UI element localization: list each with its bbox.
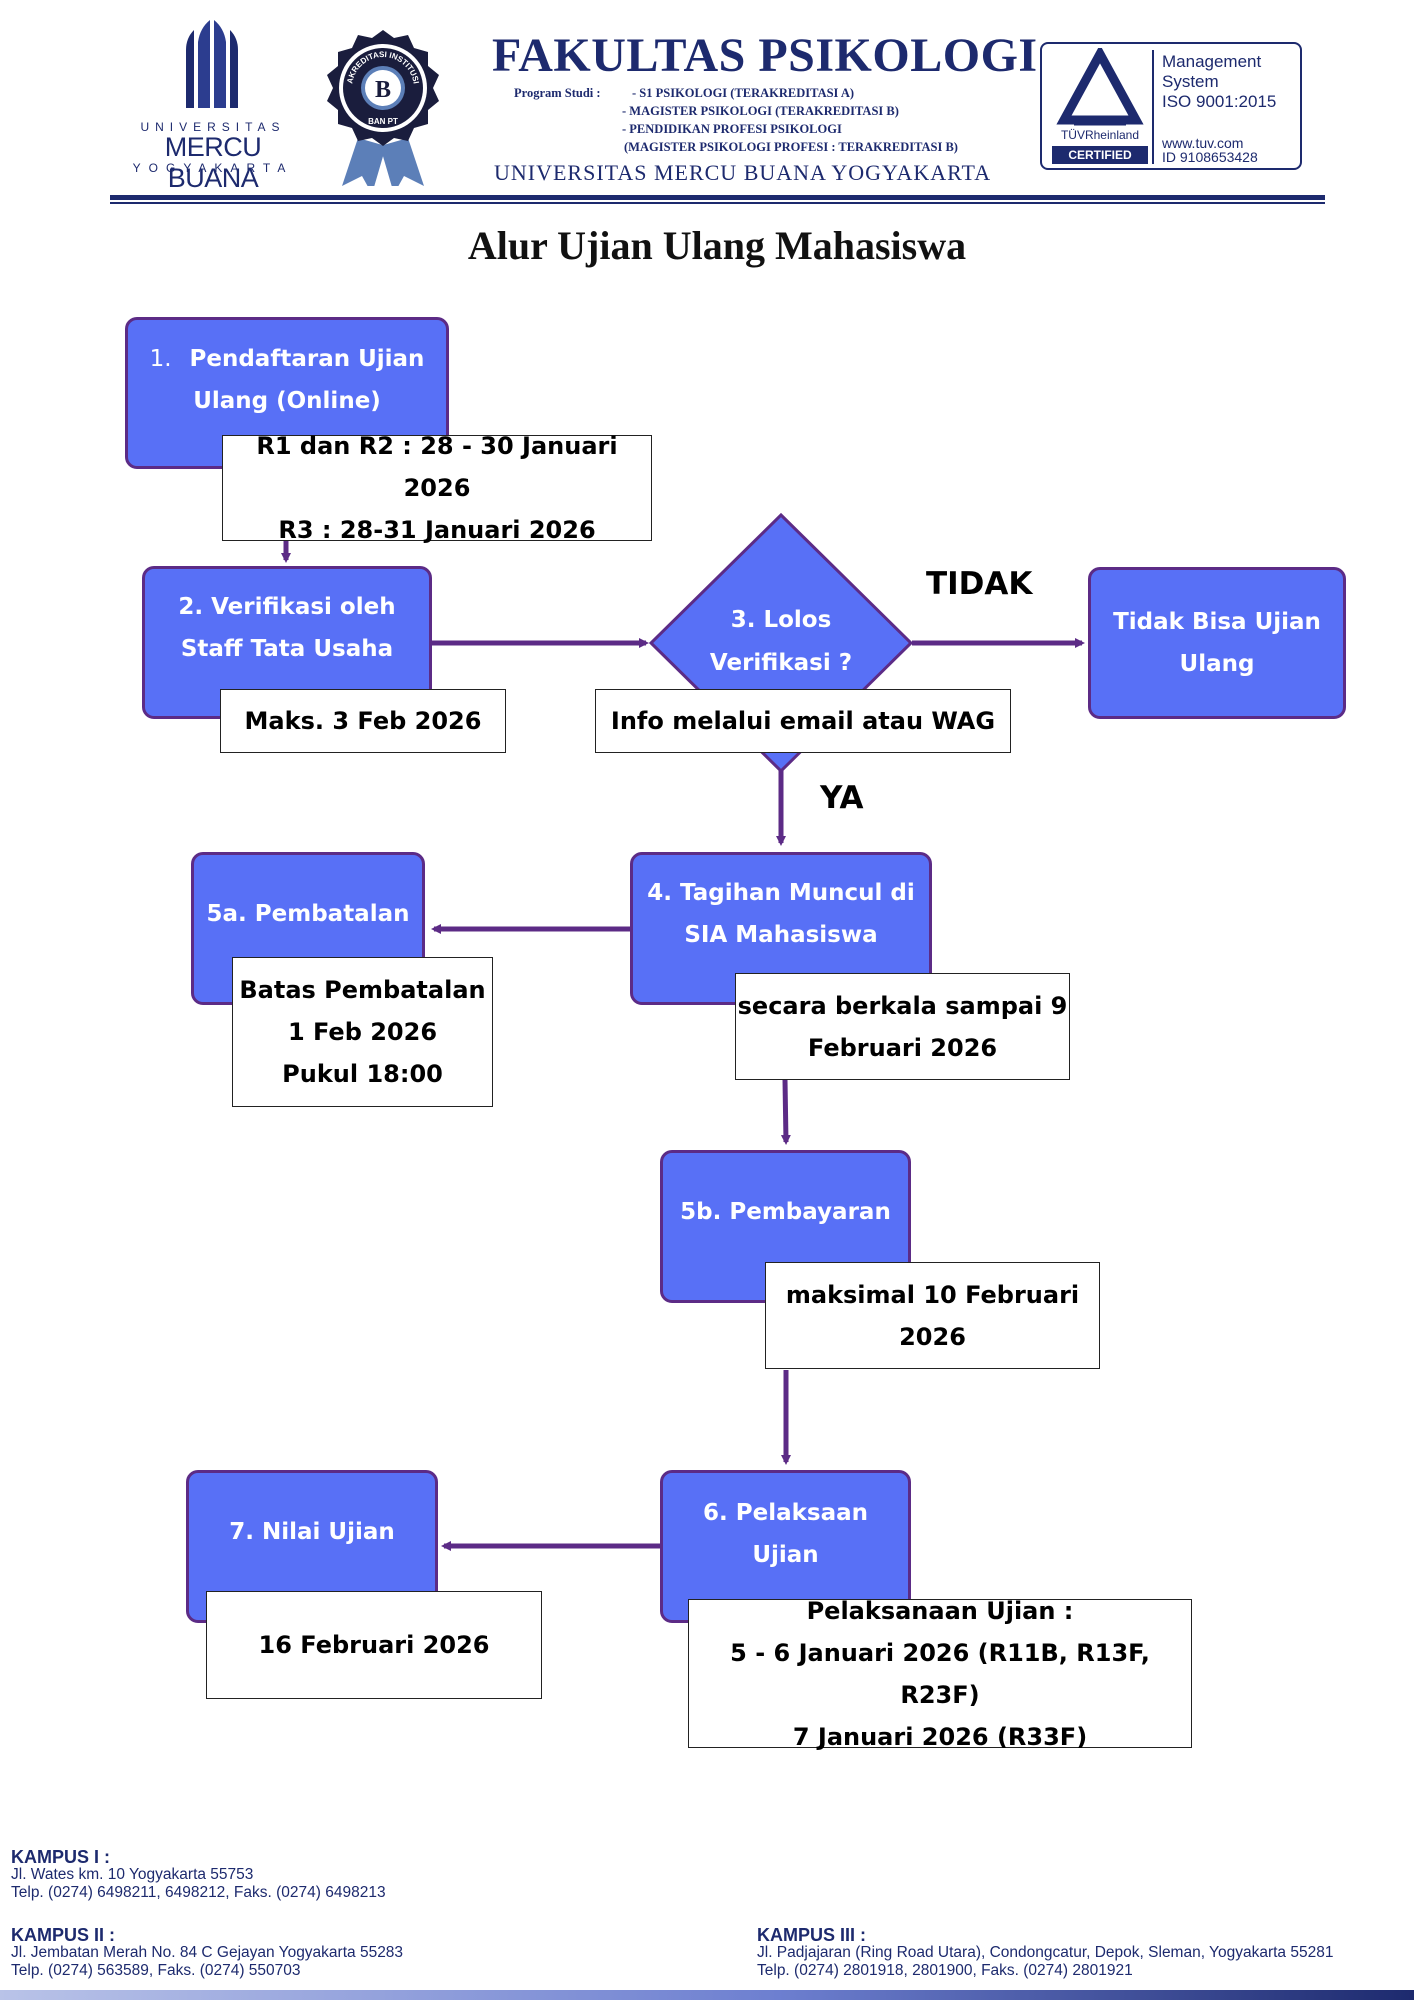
system-line: Management	[1162, 52, 1262, 71]
step-6-label-line: 6. Pelaksaan	[702, 1499, 868, 1526]
reject-node: Tidak Bisa Ujian Ulang	[1088, 567, 1346, 719]
cert-divider	[1152, 50, 1154, 164]
no-label: TIDAK	[926, 566, 1033, 602]
step-5b-note: maksimal 10 Februari 2026	[765, 1262, 1100, 1369]
cert-website: www.tuv.com	[1162, 135, 1244, 151]
step-5a-note-line: Batas Pembatalan	[239, 976, 486, 1004]
tuv-brand: TÜVRheinland	[1060, 128, 1140, 142]
step-6-exam: 6. Pelaksaan Ujian	[660, 1470, 911, 1623]
flame-logo-icon	[186, 20, 238, 108]
campus-2-title: KAMPUS II :	[11, 1925, 116, 1945]
header-rule	[110, 195, 1325, 200]
step-3-note: Info melalui email atau WAG	[595, 689, 1011, 753]
campus-2-info: KAMPUS II : Jl. Jembatan Merah No. 84 C …	[11, 1926, 403, 1980]
tuv-triangle-icon	[1056, 48, 1144, 126]
system-line: System	[1162, 72, 1219, 91]
logo-universitas-text: UNIVERSITAS	[140, 120, 286, 134]
campus-2-phone: Telp. (0274) 563589, Faks. (0274) 550703	[11, 1962, 301, 1979]
step-5b-label: 5b. Pembayaran	[680, 1198, 891, 1225]
step-1-number: 1.	[149, 346, 172, 372]
arrow-4-to-5b	[780, 1079, 791, 1145]
campus-3-title: KAMPUS III :	[757, 1925, 867, 1945]
step-1-note: R1 dan R2 : 28 - 30 Januari 2026 R3 : 28…	[222, 432, 652, 544]
program-item: - MAGISTER PSIKOLOGI (TERAKREDITASI B)	[622, 104, 899, 118]
campus-2-address: Jl. Jembatan Merah No. 84 C Gejayan Yogy…	[11, 1944, 404, 1961]
certified-badge: CERTIFIED	[1052, 146, 1148, 164]
program-label: Program Studi :	[514, 86, 601, 100]
logo-mercu-buana-text: MERCU BUANA	[164, 132, 262, 193]
logo-yogyakarta-text: YOGYAKARTA	[132, 161, 294, 175]
yes-label: YA	[820, 780, 864, 816]
step-5b-note-line: maksimal 10 Februari	[785, 1280, 1080, 1309]
system-line: ISO 9001:2015	[1162, 92, 1277, 111]
faculty-title: FAKULTAS PSIKOLOGI	[492, 29, 1038, 82]
program-item: - PENDIDIKAN PROFESI PSIKOLOGI	[622, 122, 842, 136]
campus-1-phone: Telp. (0274) 6498211, 6498212, Faks. (02…	[11, 1884, 386, 1901]
university-name: UNIVERSITAS MERCU BUANA YOGYAKARTA	[494, 160, 992, 185]
campus-1-title: KAMPUS I :	[11, 1847, 110, 1867]
header-rule-thin	[110, 202, 1325, 204]
step-6-note-line: 5 - 6 Januari 2026 (R11B, R13F, R23F)	[730, 1638, 1150, 1709]
step-2-label-line: Staff Tata Usaha	[180, 635, 394, 662]
step-3-label-line: Verifikasi ?	[710, 650, 852, 676]
step-5a-note: Batas Pembatalan 1 Feb 2026 Pukul 18:00	[232, 957, 493, 1107]
program-item: (MAGISTER PSIKOLOGI PROFESI : TERAKREDIT…	[624, 140, 958, 154]
campus-1-address: Jl. Wates km. 10 Yogyakarta 55753	[11, 1866, 254, 1883]
university-logo: UNIVERSITAS MERCU BUANA YOGYAKARTA	[118, 20, 308, 193]
campus-1-info: KAMPUS I : Jl. Wates km. 10 Yogyakarta 5…	[11, 1848, 386, 1902]
step-4-note-line: Februari 2026	[807, 1033, 998, 1062]
cert-contact: www.tuv.com ID 9108653428	[1162, 136, 1302, 164]
campus-3-address: Jl. Padjajaran (Ring Road Utara), Condon…	[757, 1944, 1334, 1961]
step-4-note: secara berkala sampai 9 Februari 2026	[735, 973, 1070, 1080]
step-7-label: 7. Nilai Ujian	[229, 1518, 395, 1545]
step-1-note-line: R1 dan R2 : 28 - 30 Januari 2026	[256, 432, 618, 502]
footer-band	[0, 1990, 1414, 2000]
iso-certification-badge: TÜVRheinland CERTIFIED Management System…	[1040, 42, 1302, 170]
step-6-label-line: Ujian	[752, 1541, 819, 1568]
step-5b-note-line: 2026	[899, 1322, 966, 1351]
seal-letter: B	[375, 77, 391, 103]
step-2-note: Maks. 3 Feb 2026	[220, 689, 506, 753]
page-title: Alur Ujian Ulang Mahasiswa	[467, 223, 967, 268]
seal-bottom-text: BAN PT	[368, 117, 398, 126]
step-1-label: Pendaftaran Ujian	[189, 346, 425, 372]
accreditation-seal: B BAN PT AKREDITASI INSTITUSI	[312, 26, 454, 194]
program-item: - S1 PSIKOLOGI (TERAKREDITASI A)	[632, 86, 855, 100]
campus-3-info: KAMPUS III : Jl. Padjajaran (Ring Road U…	[757, 1926, 1333, 1980]
campus-3-phone: Telp. (0274) 2801918, 2801900, Faks. (02…	[757, 1962, 1133, 1979]
step-6-note-line: 7 Januari 2026 (R33F)	[792, 1722, 1088, 1751]
step-4-label-line: 4. Tagihan Muncul di	[647, 879, 915, 906]
step-6-note-line: Pelaksanaan Ujian :	[806, 1596, 1074, 1625]
step-1-label-line2: Ulang (Online)	[193, 388, 381, 414]
reject-label-line: Ulang	[1179, 651, 1255, 677]
step-7-note: 16 Februari 2026	[206, 1591, 542, 1699]
reject-label-line: Tidak Bisa Ujian	[1113, 609, 1321, 635]
step-6-note: Pelaksanaan Ujian : 5 - 6 Januari 2026 (…	[688, 1597, 1192, 1751]
step-1-note-line: R3 : 28-31 Januari 2026	[278, 516, 596, 544]
step-4-label-line: SIA Mahasiswa	[684, 921, 878, 948]
step-5a-note-line: Pukul 18:00	[282, 1060, 443, 1088]
step-5a-note-line: 1 Feb 2026	[287, 1018, 438, 1046]
step-3-label-line: 3. Lolos	[731, 607, 832, 633]
step-5a-label: 5a. Pembatalan	[206, 900, 410, 927]
step-4-note-line: secara berkala sampai 9	[737, 991, 1068, 1020]
management-system-text: Management System ISO 9001:2015	[1162, 52, 1302, 112]
step-2-label-line: 2. Verifikasi oleh	[178, 593, 396, 620]
cert-id: ID 9108653428	[1162, 149, 1258, 165]
